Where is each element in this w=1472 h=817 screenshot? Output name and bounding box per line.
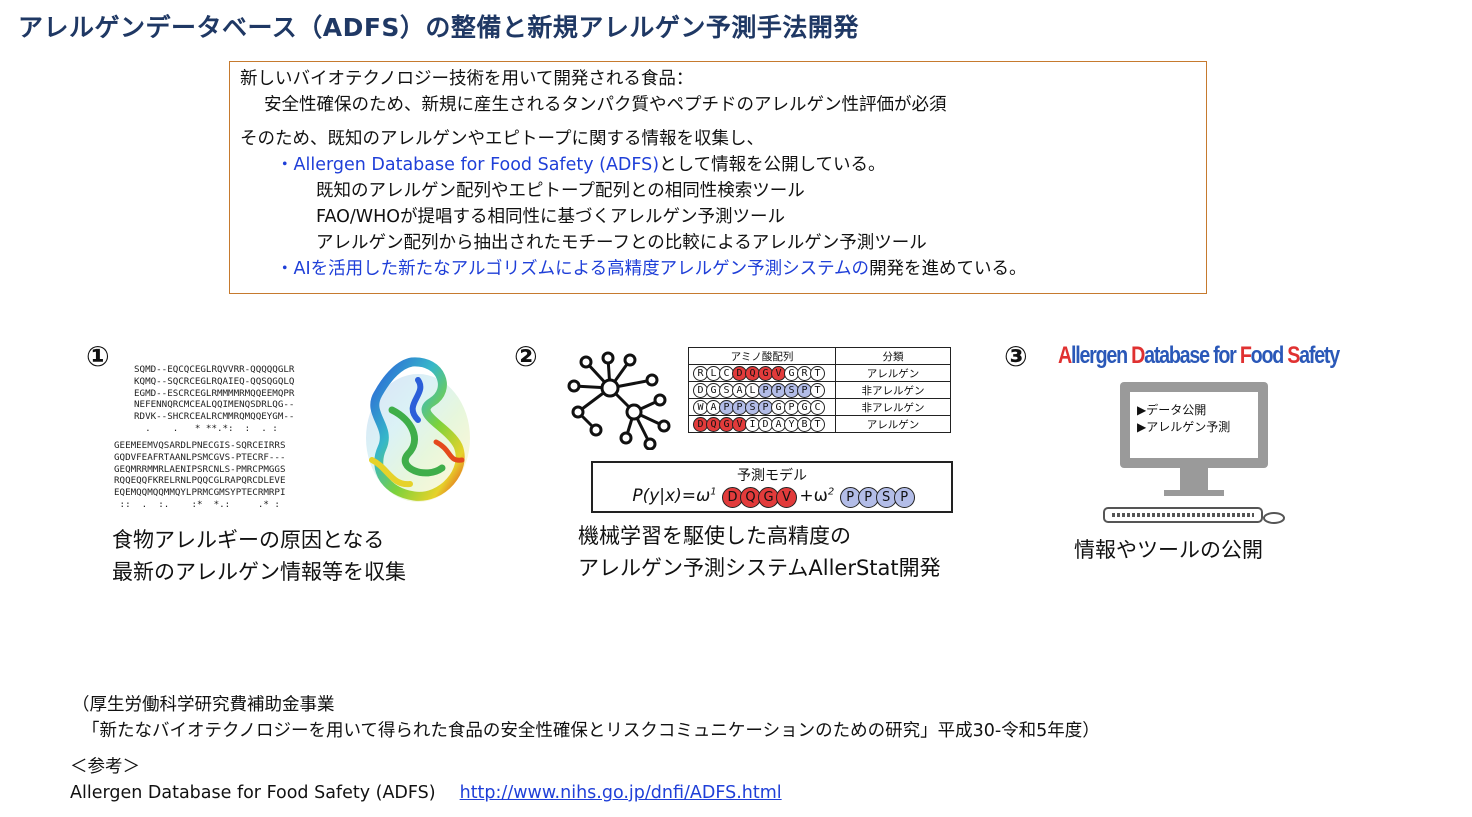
ai-highlight: ・AIを活用した新たなアルゴリズムによる高精度アレルゲン予測システムの [276, 259, 870, 279]
table-header-sequence: アミノ酸配列 [688, 347, 836, 365]
table-header-class: 分類 [835, 347, 951, 365]
summary-bullet-2: ・AIを活用した新たなアルゴリズムによる高精度アレルゲン予測システムの開発を進め… [276, 259, 1027, 279]
panel-1-number: ① [86, 340, 110, 373]
class-cell: アレルゲン [835, 415, 951, 433]
amino-acid-residue: C [810, 399, 825, 415]
summary-line-3: そのため、既知のアレルゲンやエピトープに関する情報を収集し、 [240, 129, 764, 149]
summary-line-1: 新しいバイオテクノロジー技術を用いて開発される食品： [240, 69, 694, 89]
class-cell: 非アレルゲン [835, 381, 951, 399]
screen-menu: ▶データ公開 ▶アレルゲン予測 [1137, 402, 1230, 436]
neural-network-icon [567, 351, 671, 450]
amino-acid-residue: D [732, 365, 747, 381]
amino-acid-residue: P [758, 399, 773, 415]
motif-residue: P [893, 487, 915, 508]
summary-line-2: 安全性確保のため、新規に産生されるタンパク質やペプチドのアレルゲン性評価が必須 [264, 95, 947, 115]
adfs-link[interactable]: http://www.nihs.go.jp/dnfi/ADFS.html [459, 783, 782, 803]
class-cell: 非アレルゲン [835, 398, 951, 416]
page-title: アレルゲンデータベース（ADFS）の整備と新規アレルゲン予測手法開発 [18, 13, 859, 42]
adfs-logo: Allergen Database for Food Safety [1058, 342, 1340, 369]
model-title: 予測モデル [737, 468, 807, 484]
menu-data-publish: ▶データ公開 [1137, 403, 1207, 417]
amino-acid-residue: P [771, 382, 786, 398]
panel-1-caption: 食物アレルギーの原因となる 最新のアレルゲン情報等を収集 [112, 528, 406, 584]
amino-acid-residue: G [797, 399, 812, 415]
amino-acid-residue: A [732, 382, 747, 398]
sequence-alignment-1: SQMD--EQCQCEGLRQVVRR-QQQQQGLR KQMQ--SQCR… [134, 364, 295, 434]
panel-2-number: ② [514, 340, 538, 373]
summary-box: 新しいバイオテクノロジー技術を用いて開発される食品： 安全性確保のため、新規に産… [229, 61, 1207, 294]
summary-sub-2: FAO/WHOが提唱する相同性に基づくアレルゲン予測ツール [316, 207, 786, 227]
amino-acid-residue: L [706, 365, 721, 381]
amino-acid-residue: T [810, 382, 825, 398]
amino-acid-residue: R [693, 365, 708, 381]
motif-residue: D [721, 487, 743, 508]
summary-sub-1: 既知のアレルゲン配列やエピトープ配列との相同性検索ツール [316, 181, 805, 201]
adfs-highlight: ・Allergen Database for Food Safety (ADFS… [276, 155, 660, 175]
reference-text: Allergen Database for Food Safety (ADFS) [70, 783, 436, 803]
menu-allergen-predict: ▶アレルゲン予測 [1137, 420, 1231, 434]
protein-structure-icon [366, 357, 470, 502]
summary-sub-3: アレルゲン配列から抽出されたモチーフとの比較によるアレルゲン予測ツール [316, 233, 927, 253]
motif-residue: V [775, 487, 797, 508]
funding-note: （厚生労働科学研究費補助金事業 「新たなバイオテクノロジーを用いて得られた食品の… [72, 695, 1100, 741]
amino-acid-residue: W [693, 399, 708, 415]
computer-icon [1103, 382, 1285, 524]
amino-acid-residue: P [719, 399, 734, 415]
class-cell: アレルゲン [835, 364, 951, 382]
summary-bullet-1: ・Allergen Database for Food Safety (ADFS… [276, 155, 886, 175]
amino-acid-residue: R [797, 365, 812, 381]
panel-3-caption: 情報やツールの公開 [1074, 538, 1263, 562]
panel-3-number: ③ [1004, 340, 1028, 373]
sequence-alignment-2: GEEMEEMVQSARDLPNECGIS-SQRCEIRRS GQDVFEAF… [114, 440, 286, 510]
panel-2-caption: 機械学習を駆使した高精度の アレルゲン予測システムAllerStat開発 [578, 524, 941, 580]
reference-block: ＜参考＞ Allergen Database for Food Safety (… [70, 757, 782, 803]
amino-acid-residue: T [810, 365, 825, 381]
motif-residue: P [857, 487, 879, 508]
amino-acid-residue: T [810, 416, 825, 432]
